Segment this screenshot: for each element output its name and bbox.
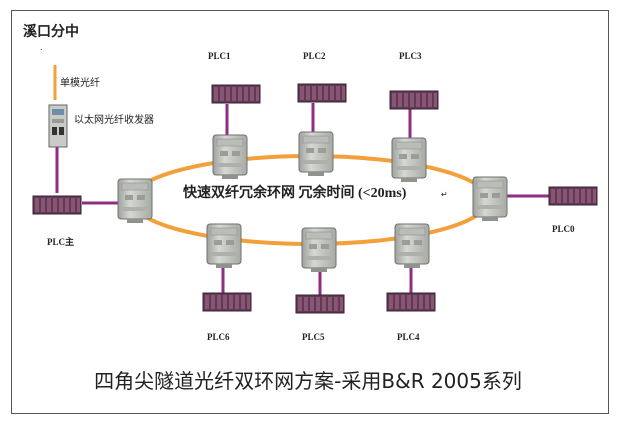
switch-plc0 [472, 176, 508, 222]
plc0-label: PLC0 [552, 224, 575, 234]
plc2-rack-icon [297, 83, 347, 103]
switch-plc3 [391, 137, 427, 183]
single-mode-fiber-label: 单模光纤 [60, 76, 100, 89]
plc1-label: PLC1 [208, 51, 231, 61]
plc4-rack-icon [386, 292, 436, 312]
switch-main [117, 178, 153, 224]
ring-label: 快速双纤冗余环网 冗余时间 (<20ms) [183, 184, 407, 201]
plc6-rack-icon [202, 292, 252, 312]
ring-label-mark: ↵ [441, 190, 448, 199]
plc6-label: PLC6 [207, 332, 230, 342]
plc1-rack-icon [211, 84, 261, 104]
switch-plc2 [298, 131, 334, 177]
page-title: 溪口分中 [23, 23, 79, 40]
switch-plc1 [212, 134, 248, 180]
plc0-rack-icon [548, 186, 598, 206]
plc3-rack-icon [389, 90, 439, 110]
switch-plc4 [394, 223, 430, 269]
plc-cables [55, 103, 553, 297]
plc3-label: PLC3 [399, 51, 422, 61]
switch-plc6 [206, 223, 242, 269]
plc5-label: PLC5 [302, 332, 325, 342]
diagram-frame [11, 10, 609, 414]
plc-main-rack-icon [32, 195, 82, 215]
plc5-rack-icon [295, 294, 345, 314]
ethernet-transceiver-icon [48, 104, 68, 148]
switch-plc5 [301, 227, 337, 273]
diagram-caption: 四角尖隧道光纤双环网方案-采用B&R 2005系列 [94, 369, 522, 393]
title-mark: . [40, 43, 43, 52]
transceiver-label: 以太网光纤收发器 [74, 113, 154, 126]
plc2-label: PLC2 [303, 51, 326, 61]
plc-main-label: PLC主 [47, 236, 74, 247]
plc4-label: PLC4 [397, 332, 420, 342]
